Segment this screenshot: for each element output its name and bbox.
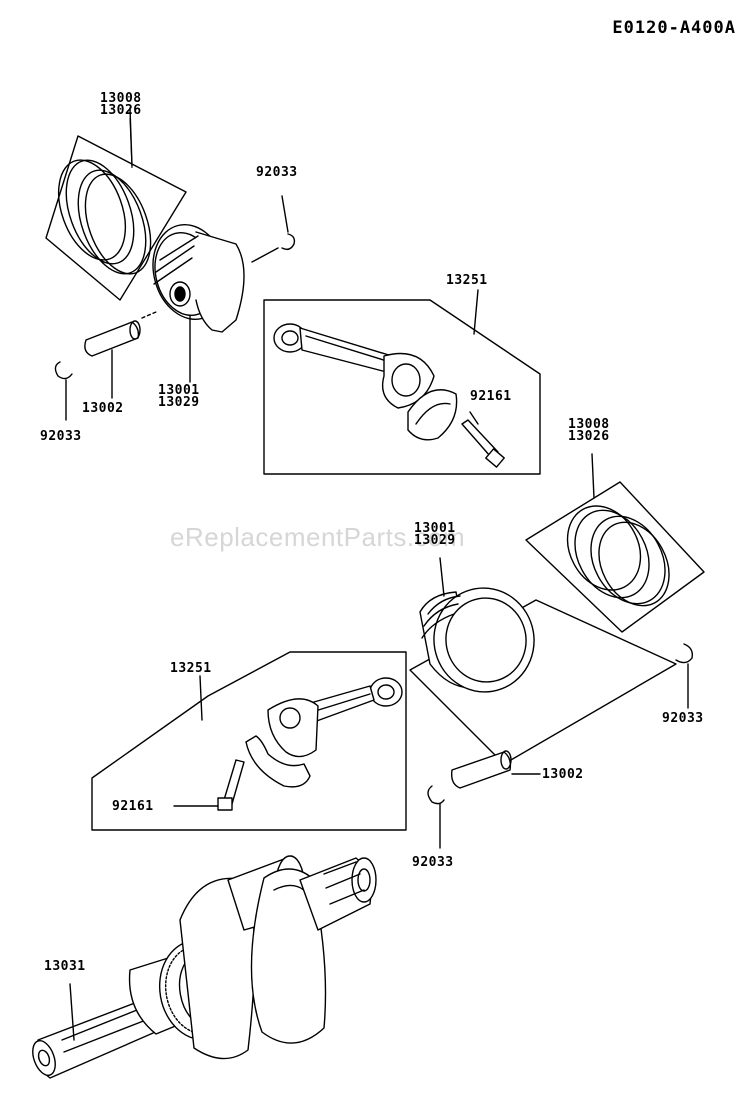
label-rod-upper: 13251 (446, 273, 488, 288)
leader-lines (130, 118, 132, 168)
label-bolt-lower: 92161 (112, 799, 154, 814)
label-piston-upper-2: 13029 (158, 395, 200, 410)
piston-pin-lower (452, 751, 540, 788)
connecting-rod-upper (264, 290, 540, 474)
label-crankshaft: 13031 (44, 959, 86, 974)
label-rings-lower-1: 13008 (568, 417, 610, 432)
label-bolt-upper: 92161 (470, 389, 512, 404)
circlip-upper-right (252, 196, 294, 262)
label-rod-lower: 13251 (170, 661, 212, 676)
piston-pin-upper (85, 312, 156, 398)
piston-rings-upper (46, 108, 186, 300)
label-rings-lower-2: 13026 (568, 429, 610, 444)
watermark: eReplacementParts.com (170, 522, 466, 552)
piston-rings-lower (526, 454, 704, 632)
circlip-lower-left (428, 786, 444, 848)
connecting-rod-lower (92, 652, 406, 830)
label-clip-upper-left: 92033 (40, 429, 82, 444)
label-clip-upper-right: 92033 (256, 165, 298, 180)
label-pin-lower: 13002 (542, 767, 584, 782)
label-pin-upper: 13002 (82, 401, 124, 416)
label-piston-lower-2: 13029 (414, 533, 456, 548)
label-clip-lower-right: 92033 (662, 711, 704, 726)
label-rings-upper-2: 13026 (100, 103, 142, 118)
crankshaft (28, 856, 376, 1078)
circlip-lower-right (676, 644, 692, 708)
circlip-upper-left (55, 362, 72, 420)
piston-upper (143, 216, 244, 382)
label-piston-upper-1: 13001 (158, 383, 200, 398)
label-piston-lower-1: 13001 (414, 521, 456, 536)
piston-lower (410, 558, 676, 764)
label-rings-upper-1: 13008 (100, 91, 142, 106)
label-clip-lower-left: 92033 (412, 855, 454, 870)
diagram-id: E0120-A400A (612, 18, 736, 38)
